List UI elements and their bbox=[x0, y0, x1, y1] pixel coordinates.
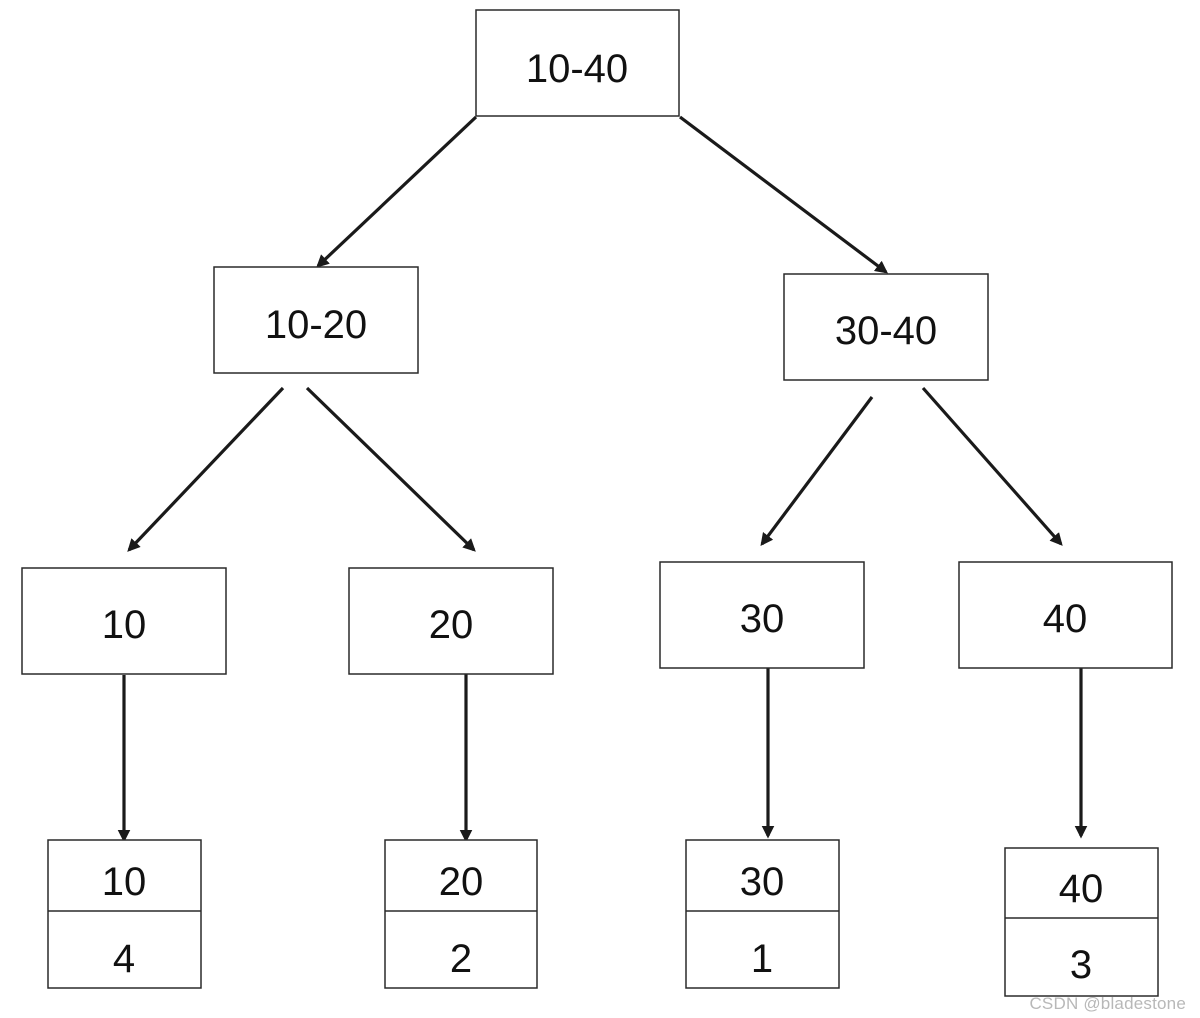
node-label: 40 bbox=[1043, 597, 1088, 641]
record-20: 20 2 bbox=[384, 839, 538, 989]
node-leaf-40: 40 bbox=[958, 561, 1173, 669]
record-10: 10 4 bbox=[47, 839, 202, 989]
record-value: 1 bbox=[751, 937, 773, 981]
watermark-text: CSDN @bladestone bbox=[1029, 994, 1186, 1013]
edge-root-to-30-40 bbox=[679, 115, 889, 274]
record-value: 4 bbox=[113, 937, 135, 981]
edges bbox=[117, 115, 1088, 843]
edge-30-40-to-30 bbox=[760, 396, 874, 547]
record-value: 2 bbox=[450, 937, 472, 981]
node-root: 10-40 bbox=[475, 9, 680, 117]
edge-10-20-to-20 bbox=[305, 386, 476, 552]
record-key: 20 bbox=[439, 860, 484, 904]
record-key: 10 bbox=[102, 860, 147, 904]
node-leaf-30: 30 bbox=[659, 561, 865, 669]
node-leaf-20: 20 bbox=[348, 567, 554, 675]
node-label: 30 bbox=[740, 597, 785, 641]
record-key: 30 bbox=[740, 860, 785, 904]
edge-30-40-to-40 bbox=[921, 386, 1063, 546]
edge-root-to-10-20 bbox=[316, 115, 478, 268]
edge-10-20-to-10 bbox=[127, 386, 285, 552]
node-label: 10-40 bbox=[526, 47, 628, 91]
record-40: 40 3 bbox=[1004, 847, 1159, 997]
node-30-40: 30-40 bbox=[783, 273, 989, 381]
node-label: 10 bbox=[102, 603, 147, 647]
record-value: 3 bbox=[1070, 943, 1092, 987]
record-key: 40 bbox=[1059, 867, 1104, 911]
node-leaf-10: 10 bbox=[21, 567, 227, 675]
node-10-20: 10-20 bbox=[213, 266, 419, 374]
node-label: 30-40 bbox=[835, 309, 937, 353]
record-30: 30 1 bbox=[685, 839, 840, 989]
node-label: 20 bbox=[429, 603, 474, 647]
node-label: 10-20 bbox=[265, 303, 367, 347]
